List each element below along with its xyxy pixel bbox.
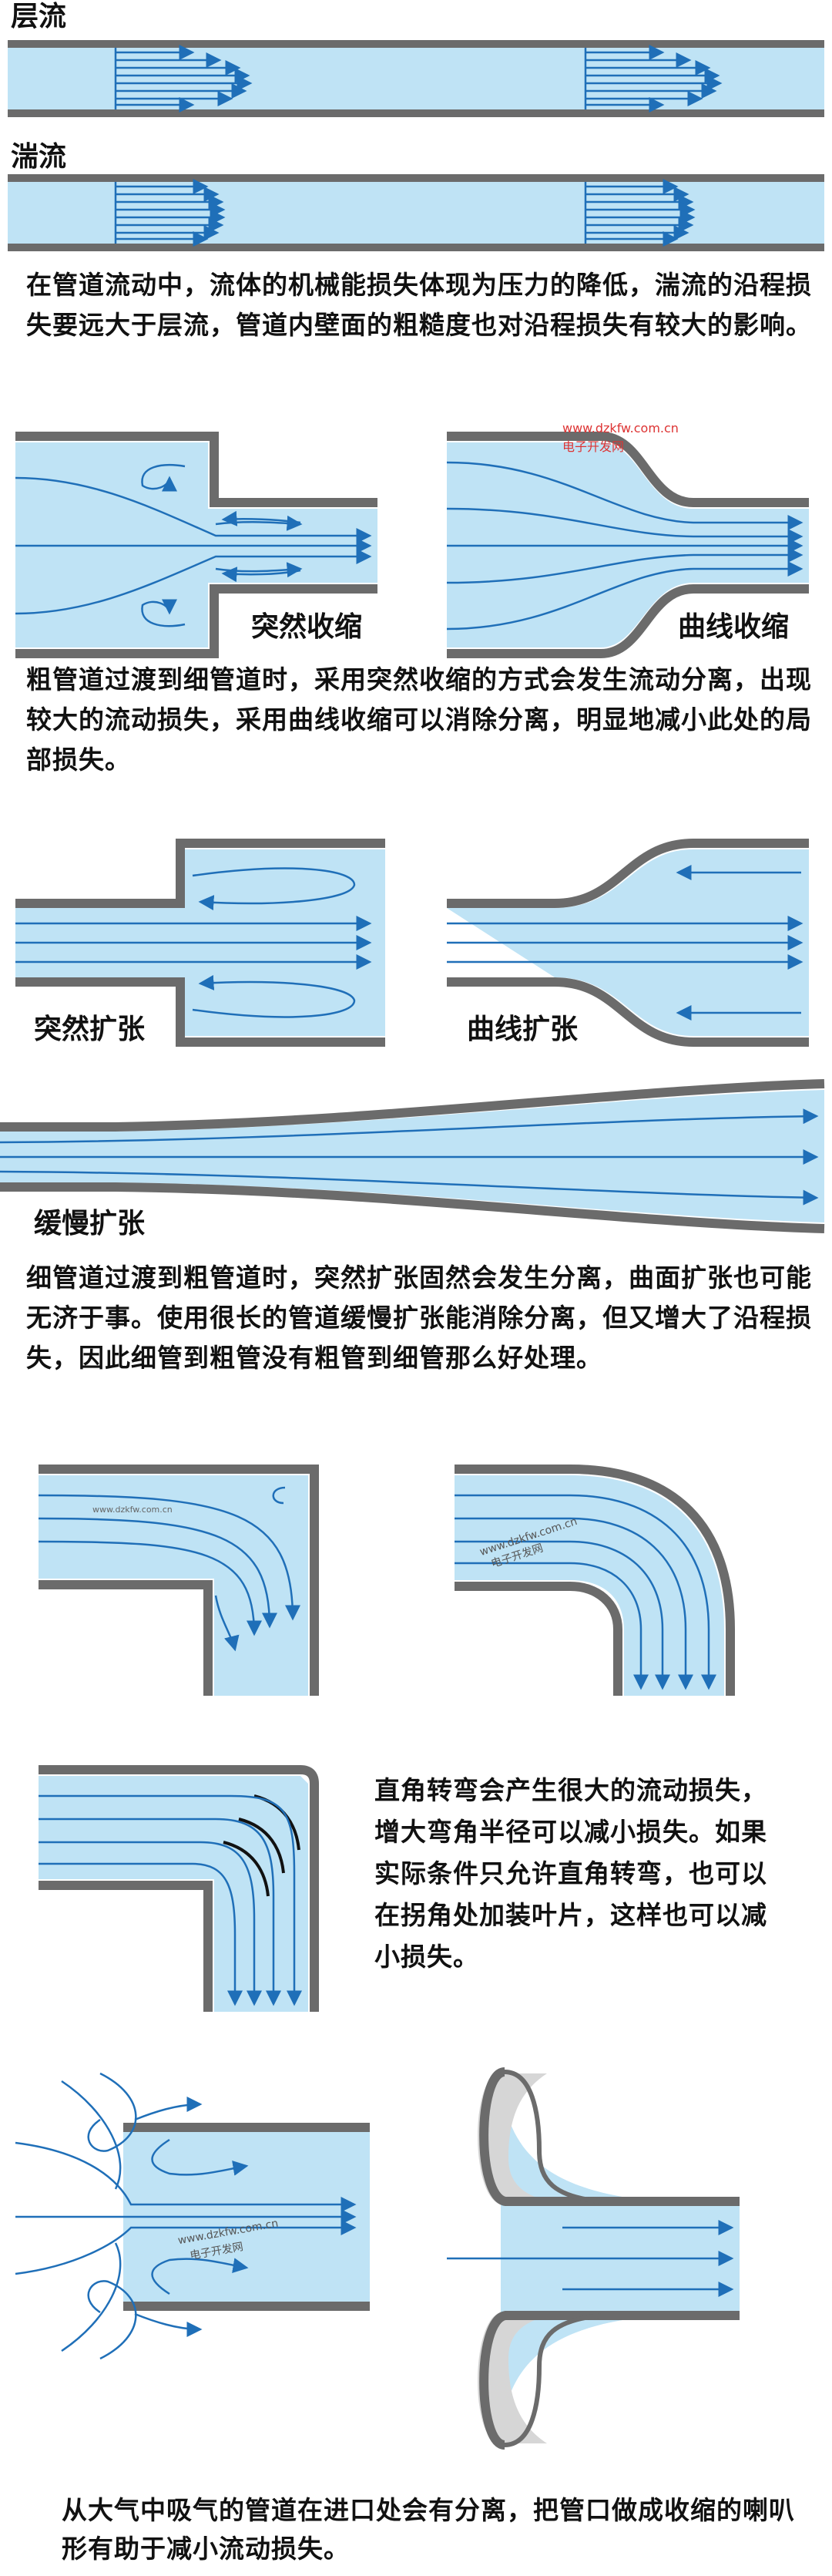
label-curved-contraction: 曲线收缩 — [678, 611, 790, 643]
label-laminar: 层流 — [11, 1, 67, 32]
curved-contraction-diagram — [446, 432, 809, 658]
label-turbulent: 湍流 — [11, 141, 67, 173]
label-sudden-contraction: 突然收缩 — [251, 611, 363, 643]
paragraph-bends: 直角转弯会产生很大的流动损失，增大弯角半径可以减小损失。如果实际条件只允许直角转… — [374, 1775, 767, 1972]
plain-inlet-diagram — [15, 2072, 370, 2360]
sudden-contraction-diagram — [15, 432, 377, 658]
paragraph-expansion: 细管道过渡到粗管道时，突然扩张固然会发生分离，曲面扩张也可能无济于事。使用很长的… — [26, 1263, 812, 1373]
label-slow-expansion: 缓慢扩张 — [34, 1208, 146, 1239]
watermark-url-small: www.dzkfw.com.cn — [92, 1505, 173, 1515]
watermark-name: 电子开发网 — [562, 439, 625, 454]
paragraph-inlet: 从大气中吸气的管道在进口处会有分离，把管口做成收缩的喇叭形有助于减小流动损失。 — [62, 2495, 795, 2564]
slow-expansion-diagram — [0, 1079, 825, 1233]
label-sudden-expansion: 突然扩张 — [34, 1014, 146, 1045]
sudden-expansion-diagram — [15, 839, 385, 1047]
watermark-url: www.dzkfw.com.cn — [562, 421, 679, 435]
round-bend-diagram — [455, 1465, 735, 1696]
curved-expansion-diagram — [447, 839, 809, 1047]
sharp-bend-diagram — [38, 1465, 319, 1696]
paragraph-contraction: 粗管道过渡到细管道时，采用突然收缩的方式会发生流动分离，出现较大的流动损失，采用… — [26, 664, 812, 775]
turbulent-pipe-diagram — [8, 174, 824, 251]
vaned-bend-diagram — [39, 1765, 319, 2012]
label-curved-expansion: 曲线扩张 — [467, 1014, 579, 1045]
laminar-pipe-diagram — [8, 40, 824, 117]
bell-mouth-inlet-diagram — [447, 2066, 740, 2451]
paragraph-friction-loss: 在管道流动中，流体的机械能损失体现为压力的降低，湍流的沿程损失要远大于层流，管道… — [26, 270, 812, 340]
